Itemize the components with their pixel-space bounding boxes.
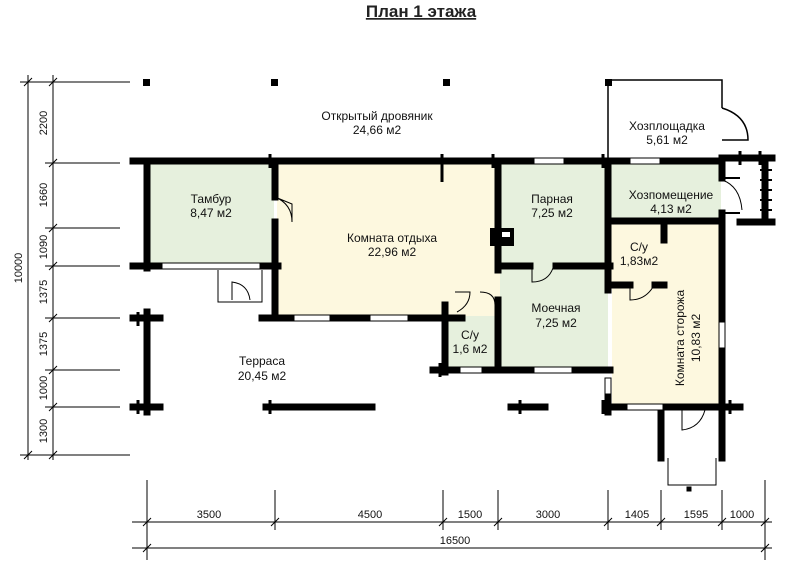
doors — [217, 179, 743, 492]
dim-left-7: 1300 — [38, 419, 50, 443]
room-tambur-area: 8,47 м2 — [190, 206, 232, 220]
room-komnata-storozha-name: Комната сторожа — [673, 290, 687, 387]
window — [533, 157, 565, 165]
dim-bottom-5: 1405 — [625, 509, 649, 521]
room-terrasa-area: 20,45 м2 — [238, 369, 287, 383]
room-terrasa-name: Терраса — [239, 354, 285, 368]
dim-left-1: 2200 — [38, 111, 50, 135]
dim-left-3: 1090 — [38, 235, 50, 259]
window — [718, 321, 726, 349]
fill-su — [447, 316, 497, 368]
room-labels: Открытый дровяник 24,66 м2 Хозплощадка 5… — [190, 109, 713, 386]
dim-left-4: 1375 — [38, 280, 50, 304]
page-title: План 1 этажа — [366, 2, 477, 21]
room-komnata-otdykha-name: Комната отдыха — [347, 231, 437, 245]
window — [293, 314, 331, 322]
room-moechnaya-name: Моечная — [531, 301, 580, 315]
room-komnata-otdykha-area: 22,96 м2 — [368, 245, 417, 259]
room-drovnik-name: Открытый дровяник — [321, 109, 433, 123]
window — [369, 314, 409, 322]
log-ends — [136, 151, 762, 454]
yard-frame — [607, 79, 749, 160]
dim-bottom-6: 1595 — [684, 509, 708, 521]
dimension-labels-bottom: 3500 4500 1500 3000 1405 1595 1000 16500 — [197, 509, 754, 547]
dimensions-bottom — [132, 480, 772, 560]
annex-logs — [722, 169, 772, 214]
dim-left-5: 1375 — [38, 332, 50, 356]
room-parnaya-name: Парная — [531, 192, 573, 206]
dim-bottom-total: 16500 — [440, 535, 471, 547]
dim-left-6: 1000 — [38, 376, 50, 400]
room-su-small-area: 1,83м2 — [620, 254, 659, 268]
dimensions-left — [20, 75, 130, 460]
dim-bottom-7: 1000 — [730, 509, 754, 521]
room-khozpomeshchenie-area: 4,13 м2 — [650, 202, 692, 216]
room-su-small-name: С/у — [630, 240, 648, 254]
walls — [129, 154, 776, 462]
room-drovnik-area: 24,66 м2 — [353, 123, 402, 137]
room-komnata-storozha-area: 10,83 м2 — [689, 314, 703, 363]
room-tambur-name: Тамбур — [191, 192, 232, 206]
stove-top — [502, 232, 510, 237]
room-parnaya-area: 7,25 м2 — [531, 206, 573, 220]
dim-bottom-3: 1500 — [458, 509, 482, 521]
room-khozploshchadka-area: 5,61 м2 — [646, 133, 688, 147]
dimension-labels-left: 2200 1660 1090 1375 1375 1000 1300 10000 — [13, 111, 50, 443]
room-su-area: 1,6 м2 — [453, 342, 488, 356]
dim-left-2: 1660 — [38, 183, 50, 207]
room-khozploshchadka-name: Хозплощадка — [629, 119, 705, 133]
window — [626, 403, 664, 411]
room-khozpomeshchenie-name: Хозпомещение — [629, 188, 714, 202]
window — [604, 377, 612, 395]
dim-bottom-2: 4500 — [358, 509, 382, 521]
room-su-name: С/у — [461, 328, 479, 342]
shed-posts — [143, 79, 612, 86]
room-fills — [147, 163, 721, 407]
room-moechnaya-area: 7,25 м2 — [535, 316, 577, 330]
dim-bottom-4: 3000 — [536, 509, 560, 521]
fill-moechnaya — [500, 266, 608, 368]
fill-komnata-storozha — [612, 224, 720, 407]
fill-tambur — [147, 163, 274, 264]
fill-khozpomeshchenie — [611, 163, 721, 221]
dim-left-total: 10000 — [13, 253, 25, 284]
window — [629, 157, 661, 165]
window — [459, 366, 483, 374]
window — [533, 366, 573, 374]
dim-bottom-1: 3500 — [197, 509, 221, 521]
window — [161, 262, 261, 270]
fill-komnata-otdykha — [277, 163, 500, 316]
fill-parnaya — [500, 163, 608, 266]
windows — [161, 157, 726, 411]
